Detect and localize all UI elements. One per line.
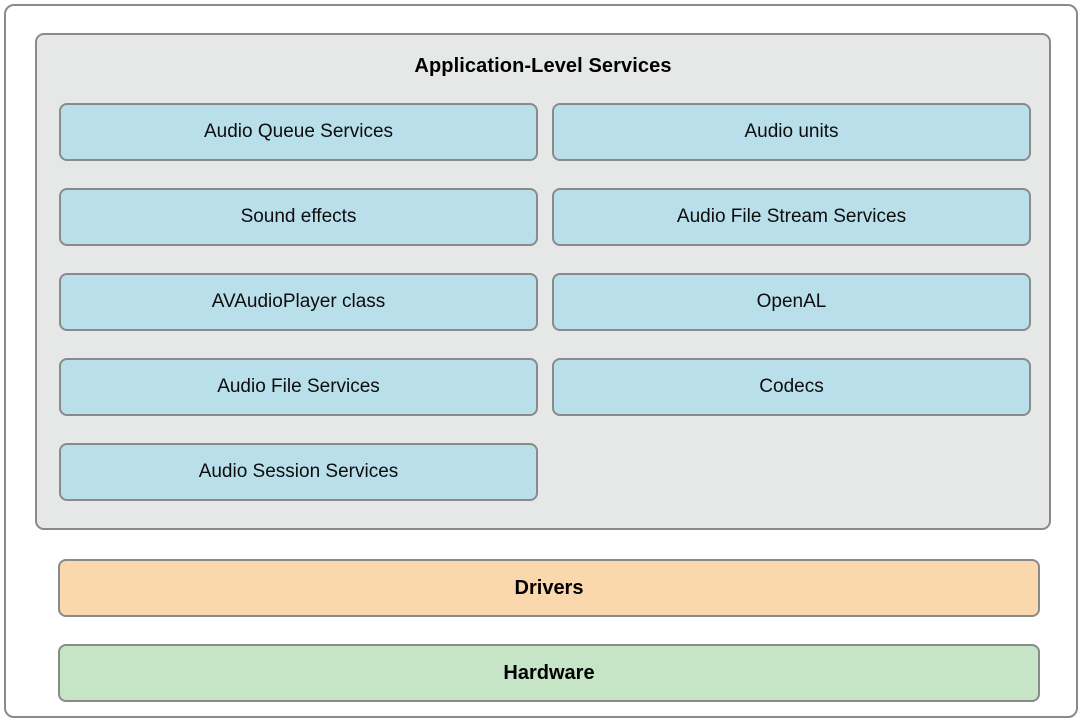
layer-bar-hardware[interactable]: Hardware [58, 644, 1040, 702]
services-row: Sound effects Audio File Stream Services [59, 188, 1031, 246]
services-row: AVAudioPlayer class OpenAL [59, 273, 1031, 331]
service-cell-audio-units[interactable]: Audio units [552, 103, 1031, 161]
service-cell-audio-file-stream-services[interactable]: Audio File Stream Services [552, 188, 1031, 246]
service-cell-audio-session-services[interactable]: Audio Session Services [59, 443, 538, 501]
services-row: Audio Session Services [59, 443, 1031, 501]
service-cell-audio-file-services[interactable]: Audio File Services [59, 358, 538, 416]
layer-bar-drivers[interactable]: Drivers [58, 559, 1040, 617]
services-row: Audio File Services Codecs [59, 358, 1031, 416]
application-level-services-panel: Application-Level Services Audio Queue S… [35, 33, 1051, 530]
service-cell-openal[interactable]: OpenAL [552, 273, 1031, 331]
services-row: Audio Queue Services Audio units [59, 103, 1031, 161]
service-cell-avaudioplayer-class[interactable]: AVAudioPlayer class [59, 273, 538, 331]
service-cell-placeholder [552, 443, 1031, 501]
service-cell-codecs[interactable]: Codecs [552, 358, 1031, 416]
service-cell-sound-effects[interactable]: Sound effects [59, 188, 538, 246]
diagram-container: Application-Level Services Audio Queue S… [4, 4, 1078, 718]
service-cell-audio-queue-services[interactable]: Audio Queue Services [59, 103, 538, 161]
services-grid: Audio Queue Services Audio units Sound e… [59, 103, 1031, 501]
panel-title: Application-Level Services [414, 55, 672, 77]
